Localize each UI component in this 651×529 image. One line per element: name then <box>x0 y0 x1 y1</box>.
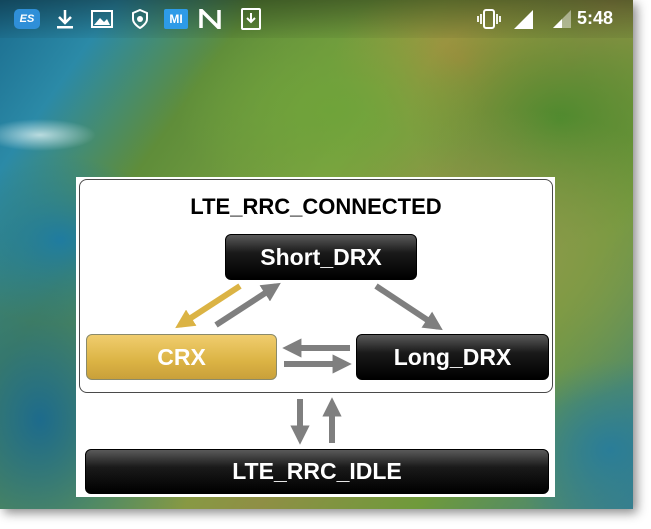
rrc-state-diagram: LTE_RRC_CONNECTED Short_DRX CRX Long_DRX… <box>76 177 555 497</box>
wallpaper-shoreline <box>0 95 140 175</box>
transition-arrows <box>175 282 443 445</box>
connected-state-title: LTE_RRC_CONNECTED <box>190 194 442 219</box>
state-long-drx: Long_DRX <box>356 334 549 380</box>
signal-strength-icon <box>552 9 572 29</box>
status-bar: ES MI 5:48 <box>0 0 633 38</box>
n-app-icon <box>199 9 221 29</box>
state-lte-rrc-idle: LTE_RRC_IDLE <box>85 449 549 494</box>
vibrate-icon <box>476 9 502 29</box>
clock-time: 5:48 <box>577 8 614 28</box>
state-crx: CRX <box>86 334 277 380</box>
arrow-crx-to-shortdrx <box>214 282 281 328</box>
shield-icon <box>131 9 149 29</box>
download-icon <box>56 9 74 29</box>
es-file-explorer-icon: ES <box>14 9 40 29</box>
gallery-icon <box>91 9 113 29</box>
phone-download-icon <box>241 8 261 30</box>
home-screen: ES MI 5:48 LTE_RRC_CONNECTED <box>0 0 633 509</box>
arrow-shortdrx-to-longdrx <box>374 283 443 331</box>
arrow-shortdrx-to-crx <box>175 283 242 329</box>
state-short-drx: Short_DRX <box>225 234 417 280</box>
mi-icon: MI <box>164 9 188 29</box>
lte-signal-icon <box>508 9 534 29</box>
